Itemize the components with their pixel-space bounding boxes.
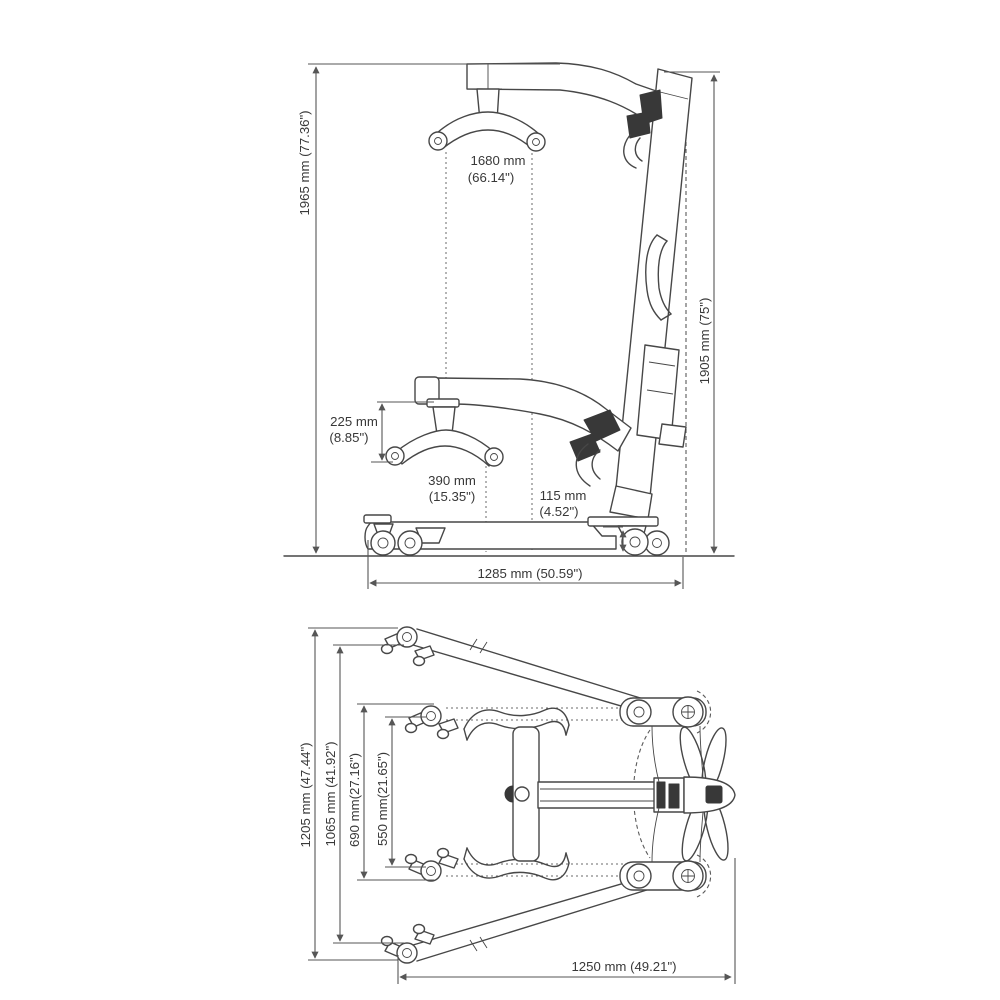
dim-spreader-bar-height: 225 mm (8.85"): [329, 401, 434, 463]
dim-overall-width-open: 1205 mm (47.44"): [298, 627, 398, 961]
dim-base-clearance: 115 mm (4.52"): [539, 488, 627, 552]
dim-base-clearance-label-in: (4.52"): [539, 504, 578, 519]
side-view-figure: 1965 mm (77.36") 1905 mm (75") 1680 mm (…: [283, 62, 735, 589]
mast-hub-top-view: [653, 776, 736, 814]
dim-overall-height-label: 1965 mm (77.36"): [297, 110, 312, 215]
boom-lowered: [414, 376, 632, 452]
dim-caster-width-open: 1065 mm (41.92"): [323, 644, 404, 944]
dim-base-length-top-label: 1250 mm (49.21"): [571, 959, 676, 974]
dim-caster-width-closed: 550 mm(21.65"): [375, 716, 426, 868]
dim-base-length-top: 1250 mm (49.21"): [397, 858, 736, 984]
dim-spreader-height-label-mm: 225 mm: [330, 414, 378, 429]
dim-leg-width-closed: 690 mm(27.16"): [347, 703, 434, 881]
rear-caster-plate: [587, 516, 659, 527]
front-caster-cluster-outer-bottom: [380, 923, 435, 964]
dim-hook-max-height: 1680 mm (66.14"): [468, 153, 526, 185]
rear-caster-assembly-top: [619, 690, 712, 734]
front-caster-cluster-outer-top: [380, 626, 435, 667]
dim-hook-max-height-label-mm: 1680 mm: [471, 153, 526, 168]
boom-top-view: [537, 781, 657, 809]
dim-hook-min-height-label-in: (15.35"): [429, 489, 475, 504]
dim-spreader-height-label-in: (8.85"): [329, 430, 368, 445]
top-view-figure: 1205 mm (47.44") 1065 mm (41.92") 690 mm…: [298, 626, 736, 984]
dim-mast-height: 1905 mm (75"): [664, 71, 720, 554]
front-casters: [370, 530, 423, 556]
leg-open-bottom: [412, 876, 651, 962]
leg-open-top: [412, 628, 651, 714]
boom-junction-lowered: [569, 409, 621, 487]
rear-caster-assembly-bottom: [619, 854, 712, 898]
sling-hook-left-raised: [428, 131, 448, 151]
rear-caster: [617, 525, 670, 556]
dim-caster-width-closed-label: 550 mm(21.65"): [375, 752, 390, 846]
spreader-bar-raised: [428, 111, 546, 152]
actuator-box: [636, 344, 687, 448]
front-caster-cluster-inner-bottom: [404, 847, 459, 882]
dim-hook-max-height-label-in: (66.14"): [468, 170, 514, 185]
sling-hook-right-raised: [526, 132, 546, 152]
front-caster-mount: [363, 514, 392, 524]
dim-overall-height: 1965 mm (77.36"): [297, 63, 560, 554]
dim-overall-width-open-label: 1205 mm (47.44"): [298, 742, 313, 847]
hub-connection-lines: [651, 725, 704, 863]
mast-handle: [645, 234, 672, 321]
front-caster-cluster-inner-top: [404, 705, 459, 740]
control-box: [658, 423, 687, 448]
dim-hook-min-height-label-mm: 390 mm: [428, 473, 476, 488]
sling-hook-left-lowered: [385, 446, 405, 466]
dim-caster-width-open-label: 1065 mm (41.92"): [323, 741, 338, 846]
dim-leg-width-closed-label: 690 mm(27.16"): [347, 753, 362, 847]
dim-mast-height-label: 1905 mm (75"): [697, 298, 712, 385]
dim-base-length-side-label: 1285 mm (50.59"): [477, 566, 582, 581]
dim-base-length-side: 1285 mm (50.59"): [367, 540, 684, 589]
boom-junction-raised: [623, 89, 663, 169]
central-column-top-view: [504, 726, 540, 862]
mast: [587, 68, 693, 527]
dim-base-clearance-label-mm: 115 mm: [540, 488, 587, 503]
spreader-bar-lowered: [385, 429, 504, 467]
dim-hook-min-height: 390 mm (15.35"): [428, 473, 476, 504]
sling-hook-right-lowered: [484, 447, 504, 467]
